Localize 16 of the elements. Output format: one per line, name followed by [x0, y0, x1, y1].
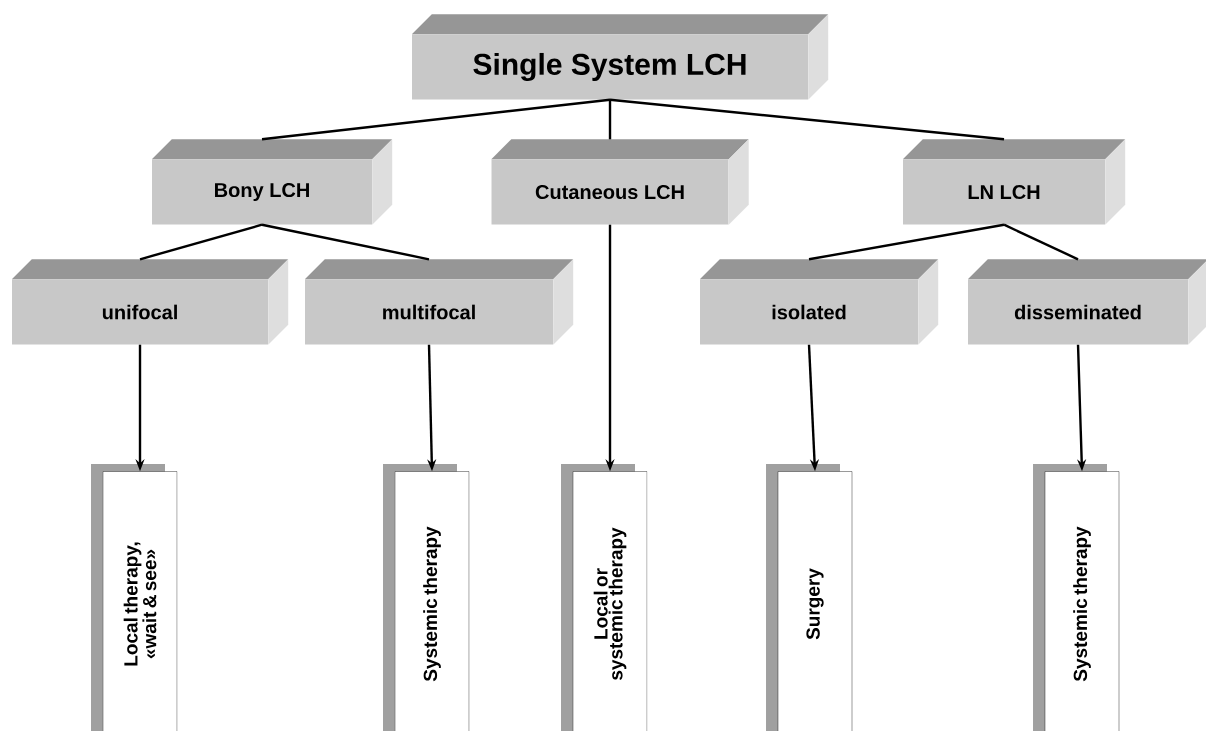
connector: [261, 98, 611, 141]
connector: [609, 98, 1005, 141]
box: disseminated: [967, 259, 1206, 345]
box: isolated: [699, 259, 939, 345]
box: multifocal: [304, 259, 574, 345]
box: Single System LCH: [411, 14, 829, 100]
connector: [608, 99, 612, 140]
text-box: Local therapy, «wait & see»: [91, 464, 178, 731]
box: LN LCH: [902, 139, 1126, 225]
text-box: Surgery: [766, 464, 853, 731]
box: unifocal: [11, 259, 289, 345]
text-box: Local or systemic therapy: [561, 464, 648, 731]
text-box: Systemic therapy: [383, 464, 470, 731]
text-box: Systemic therapy: [1033, 464, 1120, 731]
box: Bony LCH: [151, 139, 393, 225]
box: Cutaneous LCH: [491, 139, 749, 225]
